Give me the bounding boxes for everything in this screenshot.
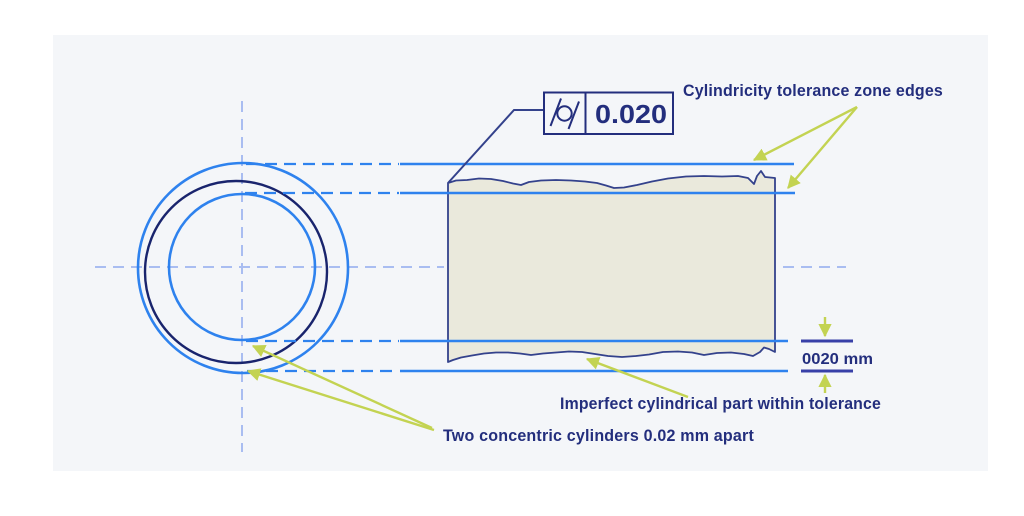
arrow-to-outer-circle (246, 368, 435, 432)
arrow-to-top-inner-edge (787, 106, 858, 189)
label-imperfect-part: Imperfect cylindrical part within tolera… (560, 394, 881, 413)
fcf-border (543, 91, 674, 135)
imperfect-part-shape (447, 170, 776, 363)
gap-dimension-label: 0020 mm (802, 351, 873, 368)
arrow-to-part-surface (585, 357, 689, 399)
actual-surface-circle (143, 179, 329, 365)
outer-tolerance-circle (136, 161, 350, 375)
cylindricity-icon (549, 98, 580, 130)
fcf-leader-line (447, 109, 544, 184)
end-view (136, 161, 350, 375)
feature-control-frame: 0.020 (543, 91, 674, 135)
label-concentric-cylinders: Two concentric cylinders 0.02 mm apart (443, 426, 754, 445)
fcf-tolerance-value: 0.020 (595, 99, 667, 129)
arrow-to-top-outer-edge (752, 105, 858, 162)
label-tolerance-zone-edges: Cylindricity tolerance zone edges (683, 81, 943, 100)
arrow-to-inner-circle (251, 344, 433, 430)
inner-tolerance-circle (167, 192, 317, 342)
